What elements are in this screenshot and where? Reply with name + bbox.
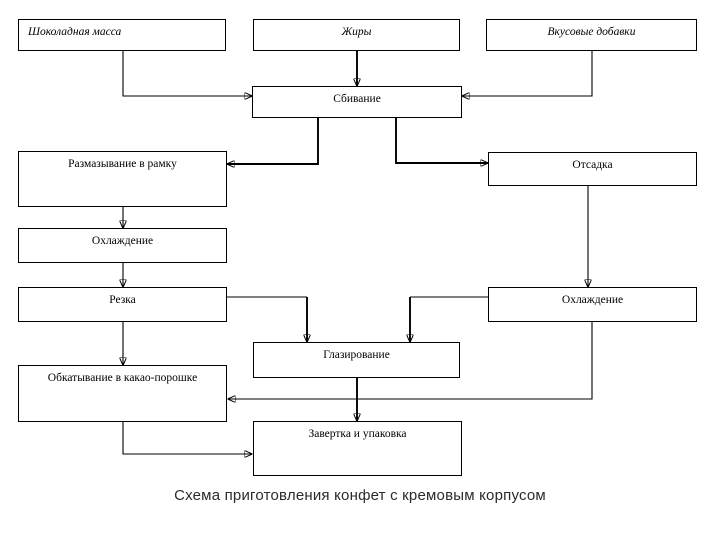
node-wrapping-packing: Завертка и упаковка <box>253 421 462 476</box>
node-cooling-2: Охлаждение <box>488 287 697 322</box>
node-spreading-into-frame: Размазывание в рамку <box>18 151 227 207</box>
connector-chocolate-mass-to-whipping <box>122 51 252 96</box>
node-flavor-additives: Вкусовые добавки <box>486 19 697 51</box>
node-fats: Жиры <box>253 19 460 51</box>
node-depositing: Отсадка <box>488 152 697 186</box>
node-chocolate-mass: Шоколадная масса <box>18 19 226 51</box>
node-cooling-1: Охлаждение <box>18 228 227 263</box>
node-glazing: Глазирование <box>253 342 460 378</box>
diagram-caption: Схема приготовления конфет с кремовым ко… <box>174 487 546 504</box>
connector-whipping-to-spreading <box>227 118 319 164</box>
node-cocoa-powder-rolling: Обкатывание в какао-порошке <box>18 365 227 422</box>
node-cutting: Резка <box>18 287 227 322</box>
connector-flavor-additives-to-whipping <box>462 51 593 96</box>
connector-whipping-to-depositing <box>395 118 488 163</box>
connector-cocoa-rolling-to-wrapping <box>122 422 252 454</box>
node-whipping: Сбивание <box>252 86 462 118</box>
